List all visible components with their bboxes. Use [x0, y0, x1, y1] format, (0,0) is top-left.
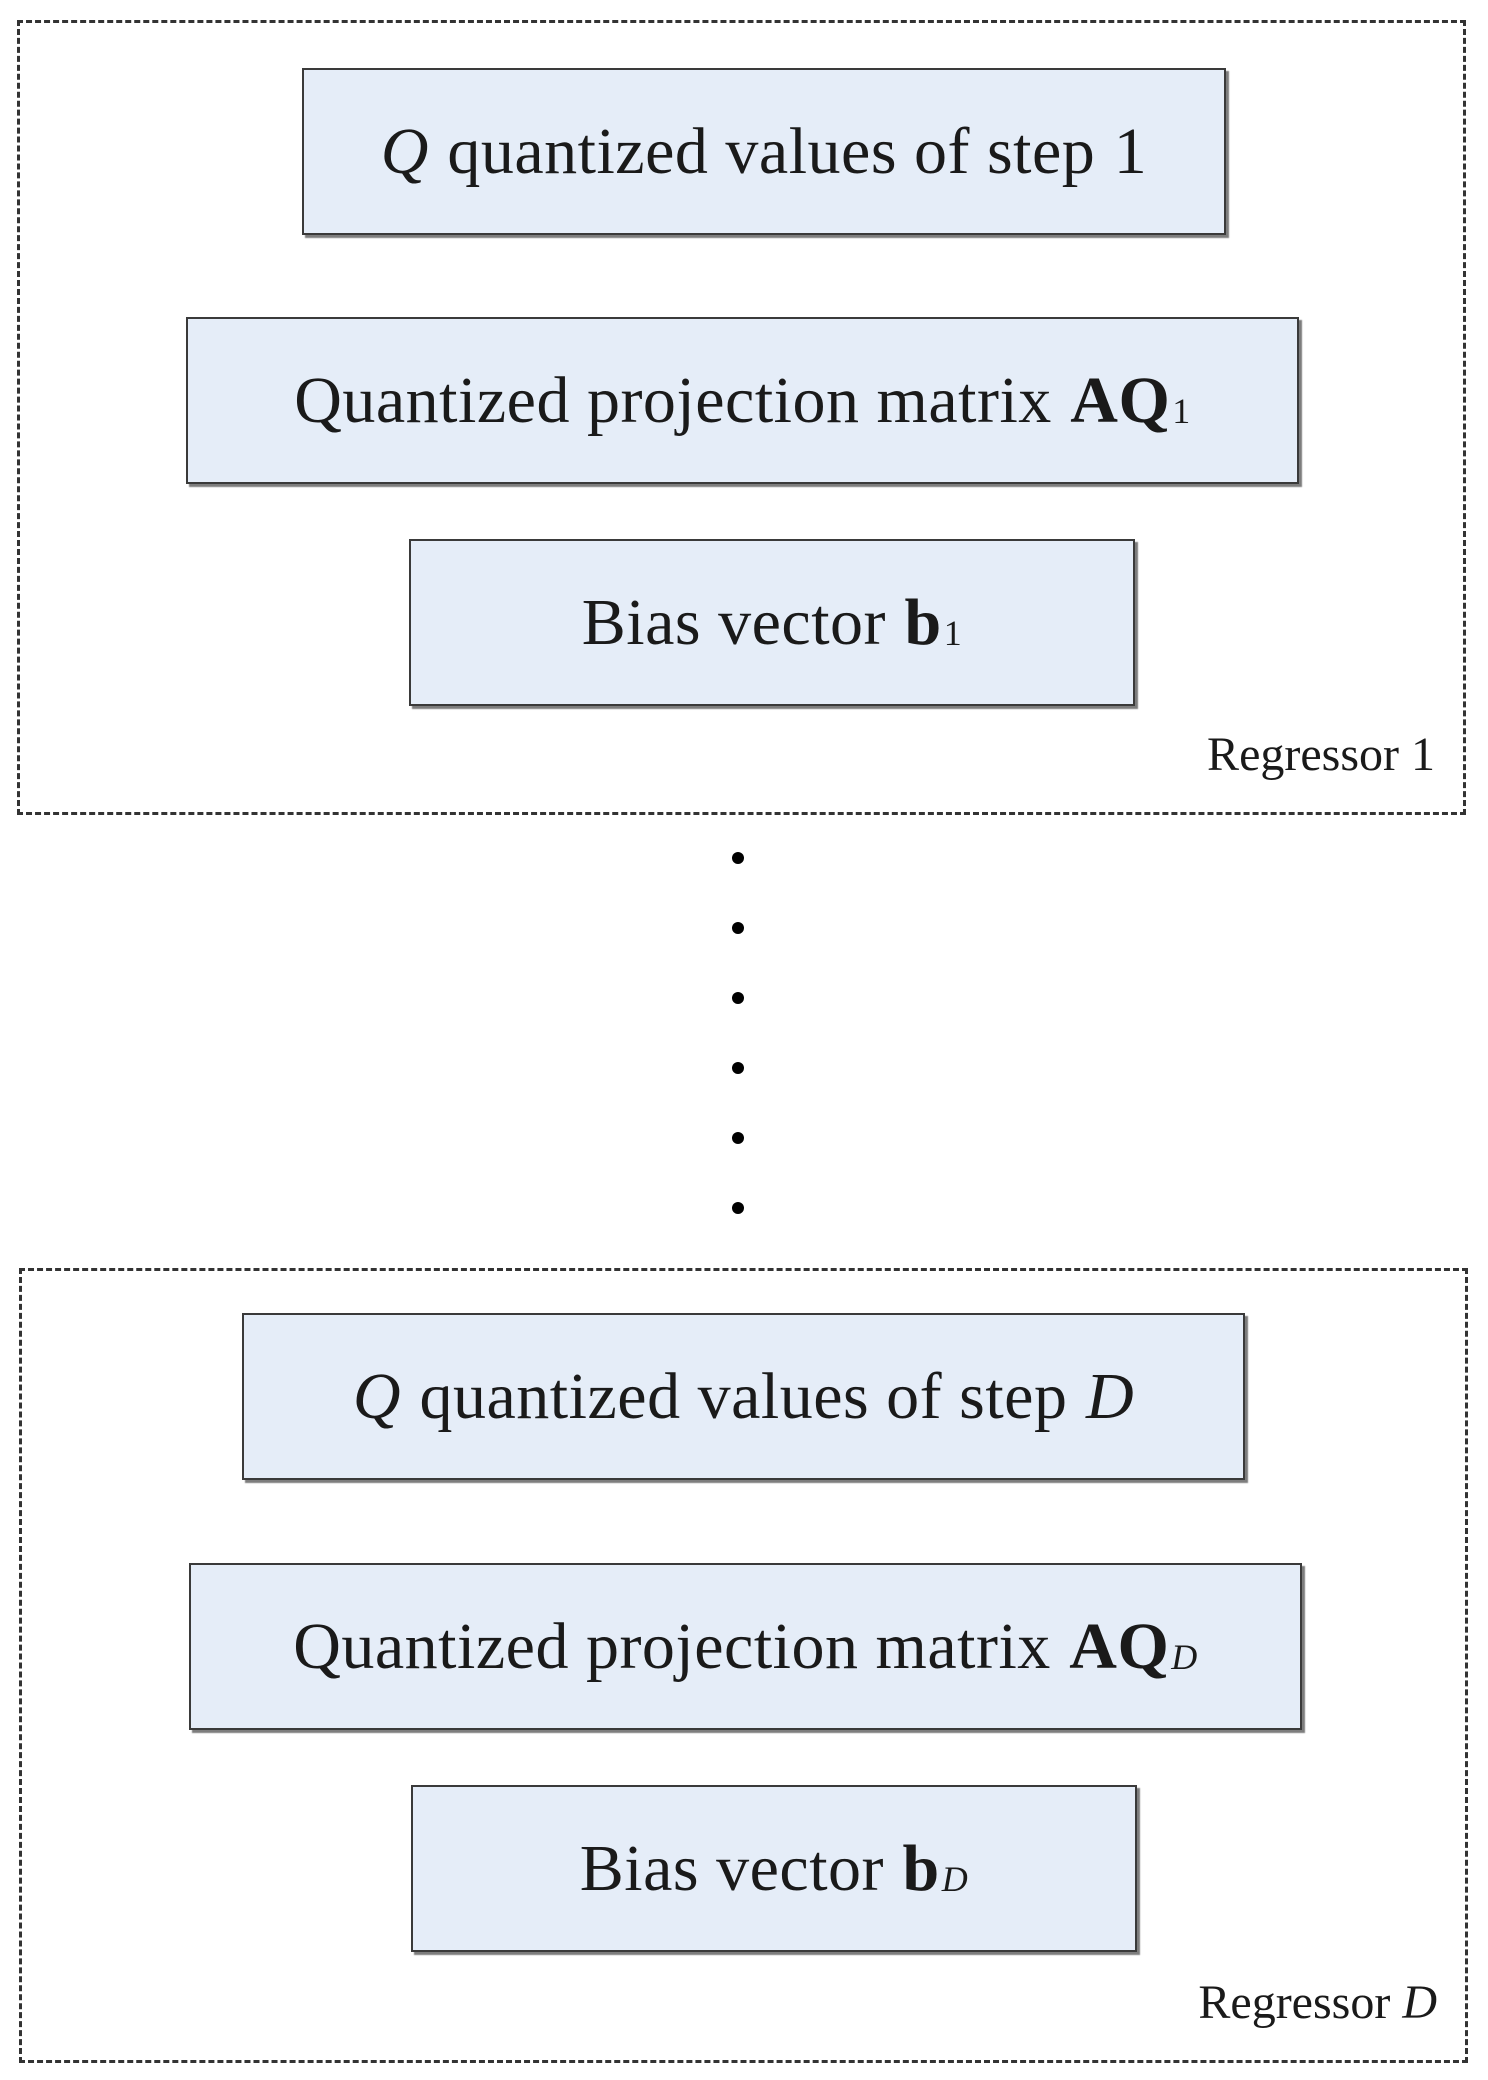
regressor-label-index: D: [1402, 1976, 1437, 2029]
ellipsis-dot: [732, 1202, 744, 1214]
bias-vector-text: Bias vector: [579, 1831, 885, 1905]
step-index: D: [1085, 1359, 1135, 1433]
bias-symbol: b: [904, 585, 942, 659]
regressor-label-text: Regressor: [1198, 1976, 1391, 2029]
regressor-label-index: 1: [1411, 728, 1435, 781]
ellipsis-dot: [732, 1062, 744, 1074]
quantized-values-text: quantized values of step: [419, 1359, 1068, 1433]
projection-matrix-text: Quantized projection matrix: [294, 363, 1052, 437]
regressor-d-label: Regressor D: [1198, 1975, 1437, 2030]
q-variable: Q: [352, 1359, 402, 1433]
q-variable: Q: [380, 114, 429, 188]
ellipsis-dot: [732, 1132, 744, 1144]
step-index: 1: [1113, 114, 1148, 188]
quantized-values-text: quantized values of step: [447, 114, 1096, 188]
ellipsis-dot: [732, 922, 744, 934]
ellipsis-dot: [732, 992, 744, 1004]
bias-vector-text: Bias vector: [581, 585, 887, 659]
matrix-symbol: AQ: [1069, 1609, 1170, 1683]
matrix-subscript: 1: [1172, 390, 1191, 431]
matrix-symbol: AQ: [1070, 363, 1171, 437]
bias-subscript: D: [941, 1858, 969, 1899]
ellipsis-dot: [732, 852, 744, 864]
regressor-1-label: Regressor 1: [1207, 727, 1435, 782]
bias-subscript: 1: [943, 612, 963, 653]
projection-matrix-text: Quantized projection matrix: [293, 1609, 1051, 1683]
regressor-label-text: Regressor: [1207, 728, 1399, 781]
bias-symbol: b: [902, 1831, 940, 1905]
matrix-subscript: D: [1171, 1636, 1198, 1677]
